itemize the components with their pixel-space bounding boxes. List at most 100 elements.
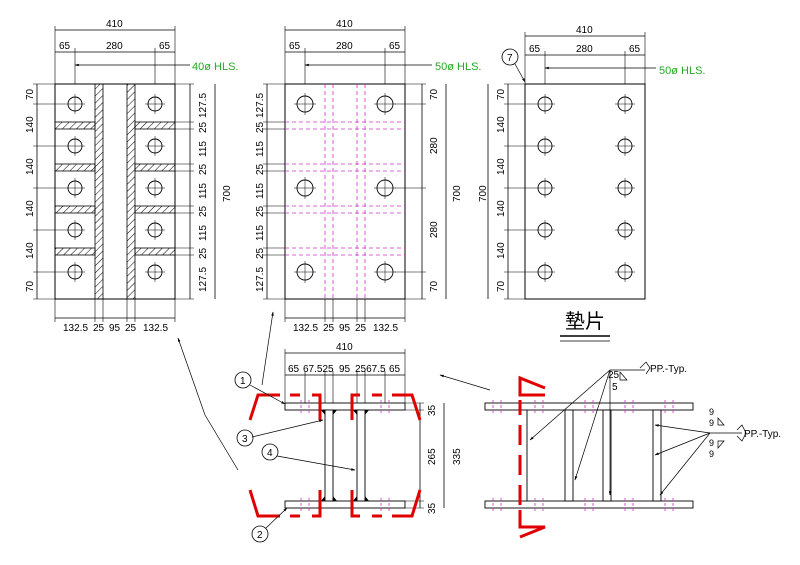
v1-right-dim-2: 25 — [198, 121, 209, 133]
sec-top-flange — [284, 402, 406, 411]
v2-right-dim-3: 280 — [429, 221, 440, 238]
v1-left-dim-5: 140 — [25, 242, 36, 259]
v1-right-dim-4: 25 — [198, 163, 209, 175]
v3-edge-right: 65 — [629, 44, 641, 55]
v3-hole-centerlines — [535, 94, 635, 282]
v1-left-dim-1: 70 — [25, 88, 36, 100]
v2-bottom-dim-4: 25 — [355, 323, 367, 334]
v3-left-dim-2: 140 — [496, 116, 507, 133]
v1-right-dim-8: 25 — [198, 247, 209, 259]
v2-edge-left: 65 — [289, 41, 301, 52]
v2-left-dim-7: 115 — [255, 225, 266, 241]
v2-edge-right: 65 — [389, 41, 401, 52]
v2-hidden-lines — [285, 84, 405, 299]
sec-top-dim-2: 67.525 — [303, 364, 334, 375]
sec-bolt-lines — [300, 400, 390, 511]
v1-right-dim-9: 127.5 — [198, 267, 209, 292]
v3-title: 墊片 — [565, 310, 605, 333]
v3-left-dim-5: 140 — [496, 242, 507, 259]
v1-height: 700 — [222, 185, 233, 202]
v2-height: 700 — [452, 185, 463, 202]
v3-overall-width: 410 — [576, 25, 593, 36]
v3-left-dim-3: 140 — [496, 158, 507, 175]
view-2-plate: 410 65 280 65 50ø HLS. — [255, 19, 481, 334]
v2-left-dim-1: 127.5 — [255, 93, 266, 118]
v2-overall-width: 410 — [336, 19, 353, 30]
side-weld-symbol-2: 9 9 9 9 PP.-Typ. — [709, 407, 781, 459]
sec-web-right — [356, 409, 366, 502]
sec-top-dim-1: 65 — [288, 364, 300, 375]
view-1-plate: 410 65 280 65 40ø HLS. — [25, 19, 238, 334]
v1-left-dim-2: 140 — [25, 116, 36, 133]
v2-left-dim-3: 115 — [255, 141, 266, 157]
v2-left-dim-4: 25 — [255, 163, 266, 175]
v1-center-gap: 280 — [106, 41, 123, 52]
v2-bottom-dim-1: 132.5 — [293, 323, 318, 334]
v2-left-dim-8: 25 — [255, 247, 266, 259]
view-3-shim: 410 65 280 65 50ø HLS. 7 — [478, 25, 705, 342]
side-cut-line — [518, 375, 546, 539]
v1-web-right — [126, 83, 136, 300]
side-stiffeners — [564, 409, 662, 502]
v3-height: 700 — [478, 185, 489, 202]
v2-bottom-dim-3: 95 — [339, 323, 351, 334]
sec-bottom-flange — [284, 500, 406, 509]
sec-overall-width: 410 — [336, 342, 353, 353]
v2-left-dim-9: 127.5 — [255, 267, 266, 292]
v2-bottom-dim-2: 25 — [323, 323, 335, 334]
weld-note-2: PP.-Typ. — [744, 429, 781, 440]
v1-bottom-dim-5: 132.5 — [143, 323, 168, 334]
v1-hole-centerlines — [65, 94, 165, 282]
weld-note-1: PP.-Typ. — [650, 364, 687, 375]
v2-left-dim-5: 115 — [255, 183, 266, 199]
v1-right-dim-1: 127.5 — [198, 93, 209, 118]
v1-bottom-dim-2: 25 — [93, 323, 105, 334]
weld-size-2c: 9 — [709, 438, 714, 448]
v3-callout-number: 7 — [507, 53, 513, 64]
weld-size-2b: 9 — [709, 418, 714, 428]
v2-hole-centerlines — [294, 93, 396, 283]
v3-hole-note: 50ø HLS. — [659, 65, 705, 77]
v1-left-dim-3: 140 — [25, 158, 36, 175]
v3-left-dim-6: 70 — [496, 280, 507, 292]
v3-callout-bubble — [501, 48, 519, 66]
v2-plate-outline — [284, 83, 406, 300]
weld-size-2a: 9 — [709, 407, 714, 417]
weld-size-1b: 5 — [612, 382, 618, 393]
sec-web-left — [324, 409, 334, 502]
v1-plate-outline — [54, 83, 176, 300]
v2-left-dim-6: 25 — [255, 205, 266, 217]
v1-edge-right: 65 — [159, 41, 171, 52]
v1-stiffeners — [54, 121, 176, 256]
side-weld-symbol-1: 25 5 PP.-Typ. — [608, 361, 687, 393]
v2-center-gap: 280 — [336, 41, 353, 52]
side-view: 25 5 PP.-Typ. 9 9 9 9 PP.-Typ. — [484, 361, 781, 539]
v2-bottom-dim-5: 132.5 — [373, 323, 398, 334]
v1-overall-width: 410 — [106, 19, 123, 30]
v2-right-dim-2: 280 — [429, 137, 440, 154]
v2-hole-note: 50ø HLS. — [435, 61, 481, 73]
v1-web-left — [94, 83, 104, 300]
v1-right-dim-6: 25 — [198, 205, 209, 217]
v1-hole-note: 40ø HLS. — [192, 61, 238, 73]
v1-left-dim-6: 70 — [25, 280, 36, 292]
sec-callout-2: 2 — [257, 530, 263, 541]
sec-callout-1: 1 — [240, 376, 246, 387]
sec-callouts: 1 2 3 4 — [234, 371, 356, 543]
v3-edge-left: 65 — [529, 44, 541, 55]
v3-left-dim-1: 70 — [496, 88, 507, 100]
v1-right-dim-5: 115 — [198, 183, 209, 199]
v3-left-dim-4: 140 — [496, 200, 507, 217]
v1-bottom-dim-3: 95 — [109, 323, 121, 334]
sec-callout-3: 3 — [242, 434, 248, 445]
v1-right-dim-7: 115 — [198, 225, 209, 241]
v3-plate-outline — [524, 83, 646, 300]
sec-top-dim-5: 65 — [389, 364, 401, 375]
v2-right-dim-1: 70 — [429, 88, 440, 100]
sec-top-dim-3: 95 — [339, 364, 351, 375]
sec-right-dim-1: 35 — [427, 404, 438, 416]
v1-bottom-dim-4: 25 — [125, 323, 137, 334]
sec-right-dim-2: 265 — [427, 448, 438, 465]
v1-right-dim-3: 115 — [198, 141, 209, 157]
